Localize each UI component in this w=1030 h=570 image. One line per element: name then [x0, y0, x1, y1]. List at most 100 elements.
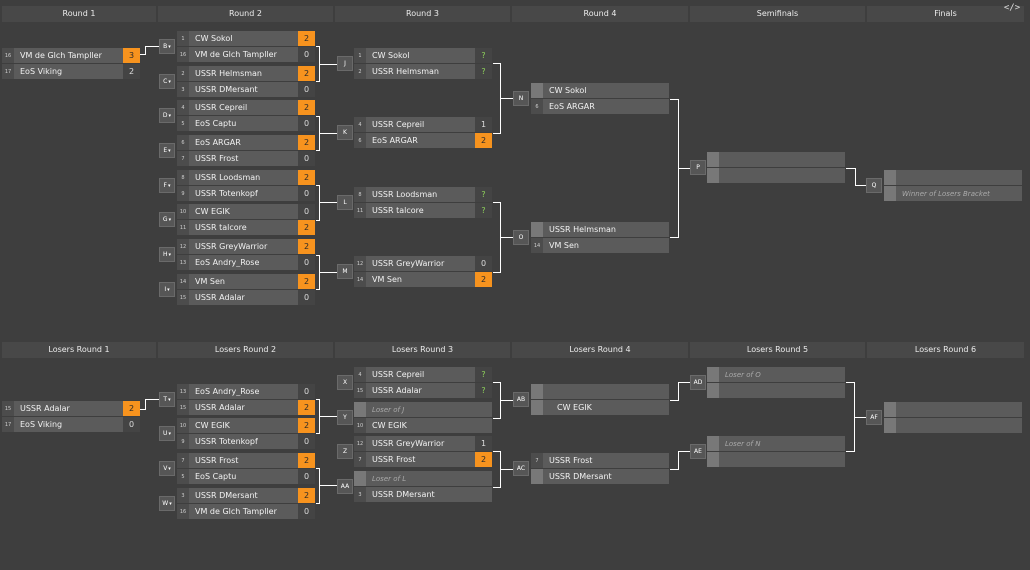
participant-slot[interactable]: Loser of J: [354, 402, 492, 417]
participant-slot[interactable]: Winner of Losers Bracket: [884, 186, 1022, 201]
match-p[interactable]: [707, 152, 845, 183]
match-label-af[interactable]: AF: [866, 410, 882, 425]
match-ae[interactable]: Loser of N: [707, 436, 845, 467]
participant-slot[interactable]: [707, 152, 845, 167]
match-label-x[interactable]: X: [337, 375, 353, 390]
match-label-b[interactable]: B▾: [159, 39, 175, 54]
match-label-ad[interactable]: AD: [690, 375, 706, 390]
participant-slot[interactable]: CW Sokol: [531, 83, 669, 98]
match-label-l[interactable]: L: [337, 195, 353, 210]
match-label-t[interactable]: T▾: [159, 392, 175, 407]
participant-slot[interactable]: [531, 384, 669, 399]
match-ad[interactable]: Loser of O: [707, 367, 845, 398]
match-af[interactable]: [884, 402, 1022, 433]
match-label-n[interactable]: N: [513, 91, 529, 106]
match-label-e[interactable]: E▾: [159, 143, 175, 158]
match-label-h[interactable]: H▾: [159, 247, 175, 262]
participant-slot[interactable]: Loser of O: [707, 367, 845, 382]
match-label-m[interactable]: M: [337, 264, 353, 279]
participant-slot[interactable]: [707, 452, 845, 467]
participant-slot[interactable]: Loser of N: [707, 436, 845, 451]
match-label-ae[interactable]: AE: [690, 444, 706, 459]
match-label-i[interactable]: I▾: [159, 282, 175, 297]
match-label-z[interactable]: Z: [337, 444, 353, 459]
participant-slot[interactable]: CW EGIK: [531, 400, 669, 415]
match-label-aa[interactable]: AA: [337, 479, 353, 494]
match-label-ac[interactable]: AC: [513, 461, 529, 476]
match-label-y[interactable]: Y: [337, 410, 353, 425]
participant-slot[interactable]: [884, 402, 1022, 417]
match-label-g[interactable]: G▾: [159, 212, 175, 227]
match-label-f[interactable]: F▾: [159, 178, 175, 193]
participant-slot[interactable]: [707, 168, 845, 183]
match-label-p[interactable]: P: [690, 160, 706, 175]
match-label-q[interactable]: Q: [866, 178, 882, 193]
match-label-j[interactable]: J: [337, 56, 353, 71]
match-label-c[interactable]: C▾: [159, 74, 175, 89]
participant-slot[interactable]: Loser of L: [354, 471, 492, 486]
participant-slot[interactable]: [884, 418, 1022, 433]
match-label-v[interactable]: V▾: [159, 461, 175, 476]
match-label-k[interactable]: K: [337, 125, 353, 140]
match-label-u[interactable]: U▾: [159, 426, 175, 441]
participant-slot[interactable]: [884, 170, 1022, 185]
match-label-ab[interactable]: AB: [513, 392, 529, 407]
match-q[interactable]: Winner of Losers Bracket: [884, 170, 1022, 201]
participant-slot[interactable]: [707, 383, 845, 398]
